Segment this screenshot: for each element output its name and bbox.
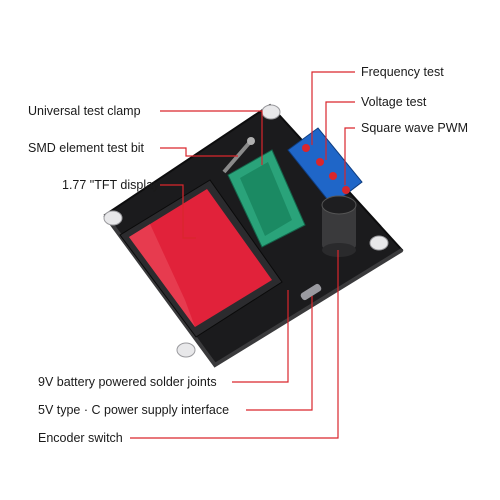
label-battery-solder-joints: 9V battery powered solder joints (38, 375, 217, 389)
leader-lines (130, 71, 355, 439)
pcb-edge (103, 213, 404, 368)
leader-tft-display (160, 184, 196, 239)
tft-display-icon (119, 179, 283, 338)
leader-square-wave-pwm (344, 127, 355, 185)
terminal-block-icon (287, 127, 363, 206)
leader-universal-test-clamp (160, 110, 263, 165)
leader-smd-element-test-bit (160, 147, 238, 157)
leader-voltage-test (325, 101, 355, 160)
label-smd-element-test-bit: SMD element test bit (28, 141, 145, 155)
encoder-knob-icon (321, 195, 357, 257)
label-universal-test-clamp: Universal test clamp (28, 104, 141, 118)
label-square-wave-pwm: Square wave PWM (361, 121, 468, 135)
label-type-c-interface: 5V type · C power supply interface (38, 403, 230, 417)
zif-socket-icon (222, 137, 306, 248)
leader-type-c-interface (246, 296, 313, 411)
leader-frequency-test (311, 71, 355, 145)
label-voltage-test: Voltage test (361, 95, 427, 109)
usb-c-port-icon (300, 283, 322, 301)
label-encoder-switch: Encoder switch (38, 431, 123, 445)
standoff-icon (103, 104, 389, 358)
label-frequency-test: Frequency test (361, 65, 444, 79)
leader-battery-solder-joints (232, 290, 289, 383)
leader-encoder-switch (130, 250, 339, 439)
label-tft-display: 1.77 "TFT display (62, 178, 160, 192)
